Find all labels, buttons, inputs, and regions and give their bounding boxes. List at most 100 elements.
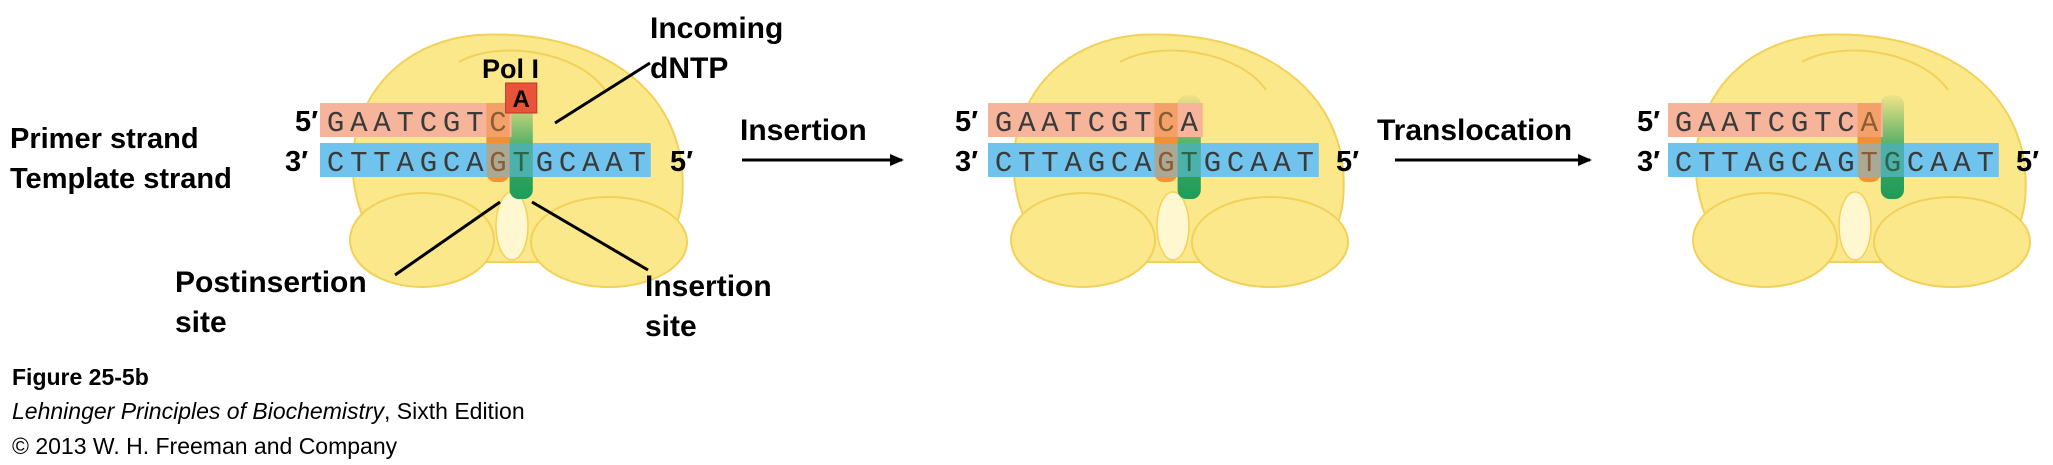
after-translocation-template-base: T <box>1698 147 1715 180</box>
after-translocation-template-base: C <box>1791 147 1808 180</box>
book-citation: Lehninger Principles of Biochemistry, Si… <box>12 400 525 423</box>
initial-template-5prime-end: 5′ <box>670 146 693 178</box>
after-translocation-template-base: T <box>1860 147 1877 180</box>
after-translocation-template-base: A <box>1744 147 1762 180</box>
after-translocation-primer-5prime-end: 5′ <box>1637 106 1660 138</box>
after-insertion-primer-base: G <box>995 107 1012 140</box>
after-translocation-template-base: G <box>1837 147 1854 180</box>
initial-primer-base: T <box>396 107 413 140</box>
initial-template-base: A <box>582 147 600 180</box>
after-translocation-primer-base: T <box>1814 107 1831 140</box>
initial-template-base: G <box>536 147 553 180</box>
postinsertion-callout-line <box>394 200 501 277</box>
insertion-site-label-line1: Insertion <box>645 270 772 303</box>
after-translocation-template-base: A <box>1814 147 1832 180</box>
after-translocation-primer-backbone <box>1668 103 1883 137</box>
after-insertion-template-base: T <box>1018 147 1035 180</box>
after-translocation-primer-base: A <box>1860 107 1878 140</box>
after-insertion-primer-backbone <box>988 103 1203 137</box>
incoming-dntp-label-line1: Incoming <box>650 12 783 45</box>
incoming-dntp-callout-line <box>554 61 651 125</box>
postinsertion-site-label-line2: site <box>175 306 227 339</box>
initial-template-backbone <box>320 143 651 177</box>
initial-primer-base: G <box>327 107 344 140</box>
after-insertion-primer-base: C <box>1088 107 1105 140</box>
after-translocation-template-base: T <box>1976 147 1993 180</box>
after-insertion-template-base: C <box>1111 147 1128 180</box>
after-translocation-primer-base: G <box>1675 107 1692 140</box>
initial-template-base: T <box>512 147 529 180</box>
initial-template-base: T <box>628 147 645 180</box>
after-insertion-template-base: G <box>1088 147 1105 180</box>
figure-number: Figure 25-5b <box>12 364 149 390</box>
initial-primer-base: C <box>420 107 437 140</box>
initial-template-base: A <box>605 147 623 180</box>
after-translocation-primer-base: A <box>1698 107 1716 140</box>
insertion-arrow-label: Insertion <box>740 114 867 147</box>
translocation-arrow-label: Translocation <box>1377 114 1572 147</box>
after-insertion-template-base: T <box>1180 147 1197 180</box>
after-translocation-primer-base: G <box>1791 107 1808 140</box>
initial-template-base: T <box>373 147 390 180</box>
after-translocation-template-base: T <box>1721 147 1738 180</box>
insertion-site-label-line2: site <box>645 310 697 343</box>
after-insertion-primer-base: A <box>1018 107 1036 140</box>
initial-primer-base: C <box>489 107 506 140</box>
initial-template-base: C <box>443 147 460 180</box>
initial-primer-base: G <box>443 107 460 140</box>
after-translocation-template-base: C <box>1907 147 1924 180</box>
pol-i-label: Pol I <box>482 54 539 84</box>
after-translocation-primer-base: T <box>1744 107 1761 140</box>
initial-primer-5prime-end: 5′ <box>295 106 318 138</box>
after-insertion-primer-base: T <box>1064 107 1081 140</box>
after-translocation-template-backbone <box>1668 143 1999 177</box>
after-insertion-primer-base: T <box>1134 107 1151 140</box>
incoming-dntp-box <box>505 82 538 114</box>
after-translocation-primer-base: C <box>1837 107 1854 140</box>
after-translocation-primer-base: C <box>1768 107 1785 140</box>
incoming-dntp-label-line2: dNTP <box>650 52 728 85</box>
after-insertion-primer-base: G <box>1111 107 1128 140</box>
after-insertion-template-base: A <box>1273 147 1291 180</box>
copyright-notice: © 2013 W. H. Freeman and Company <box>12 433 398 459</box>
after-insertion-primer-base: C <box>1157 107 1174 140</box>
insertion-callout-line <box>531 200 649 272</box>
initial-template-base: G <box>420 147 437 180</box>
initial-primer-backbone <box>320 103 512 137</box>
initial-primer-base: A <box>373 107 391 140</box>
initial-primer-base: T <box>466 107 483 140</box>
after-translocation-template-3prime-end: 3′ <box>1637 146 1660 178</box>
initial-template-base: C <box>559 147 576 180</box>
after-insertion-template-base: C <box>1227 147 1244 180</box>
initial-template-base: C <box>327 147 344 180</box>
after-insertion-template-base: A <box>1064 147 1082 180</box>
after-translocation-template-5prime-end: 5′ <box>2016 146 2039 178</box>
after-insertion-template-base: A <box>1134 147 1152 180</box>
after-insertion-template-backbone <box>988 143 1319 177</box>
initial-template-3prime-end: 3′ <box>285 146 308 178</box>
initial-template-base: T <box>350 147 367 180</box>
template-strand-label: Template strand <box>10 163 232 195</box>
after-insertion-template-base: C <box>995 147 1012 180</box>
after-insertion-template-base: T <box>1041 147 1058 180</box>
after-translocation-template-base: G <box>1768 147 1785 180</box>
after-insertion-primer-base: A <box>1180 107 1198 140</box>
initial-template-base: G <box>489 147 506 180</box>
initial-template-base: A <box>396 147 414 180</box>
incoming-dntp-base: A <box>513 86 530 113</box>
after-insertion-template-3prime-end: 3′ <box>955 146 978 178</box>
after-insertion-template-base: G <box>1204 147 1221 180</box>
initial-primer-base: A <box>350 107 368 140</box>
primer-strand-label: Primer strand <box>10 123 199 155</box>
after-translocation-primer-base: A <box>1721 107 1739 140</box>
initial-template-base: A <box>466 147 484 180</box>
after-insertion-template-base: A <box>1250 147 1268 180</box>
after-insertion-primer-base: A <box>1041 107 1059 140</box>
book-edition: , Sixth Edition <box>384 398 525 424</box>
after-translocation-template-base: G <box>1884 147 1901 180</box>
book-title: Lehninger Principles of Biochemistry <box>12 398 385 424</box>
after-insertion-template-5prime-end: 5′ <box>1336 146 1359 178</box>
after-translocation-template-base: A <box>1930 147 1948 180</box>
